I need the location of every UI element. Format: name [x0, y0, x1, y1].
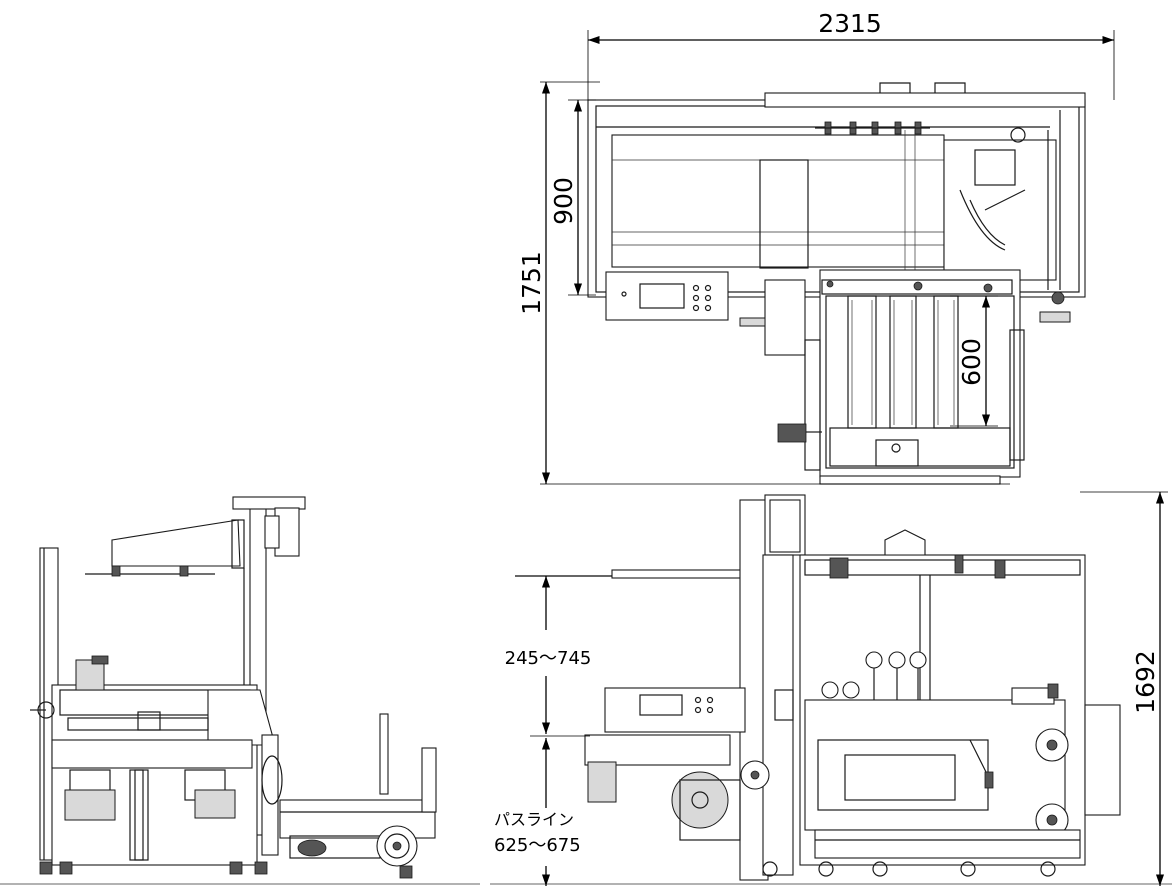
dim-flap-label: 245～745 [505, 648, 592, 669]
tray-section [777, 269, 1025, 485]
dim-conveyor-label: 900 [549, 177, 578, 225]
dimension-pass-line: パスライン 625～675 [494, 738, 581, 886]
dimension-conveyor-width: 900 [549, 99, 596, 296]
dimension-flap-range: 245～745 [505, 575, 612, 737]
dim-tray-label: 600 [957, 338, 986, 386]
pass-line-label: パスライン [494, 810, 574, 829]
top-plan-view [587, 82, 1086, 485]
dimension-tray-width: 600 [950, 295, 998, 427]
side-view-left [0, 496, 480, 885]
dim-depth-label: 1751 [517, 251, 546, 315]
control-panel-top [605, 271, 729, 321]
clamp-row [815, 121, 930, 135]
pass-line-range-label: 625～675 [494, 835, 581, 856]
control-panel-front [604, 687, 746, 733]
dimension-height: 1692 [1080, 491, 1168, 886]
dimension-width: 2315 [587, 9, 1115, 100]
dim-height-label: 1692 [1131, 650, 1160, 714]
front-view-right [490, 494, 1172, 885]
dim-width-label: 2315 [818, 9, 882, 38]
dimension-depth: 1751 [517, 81, 1010, 485]
